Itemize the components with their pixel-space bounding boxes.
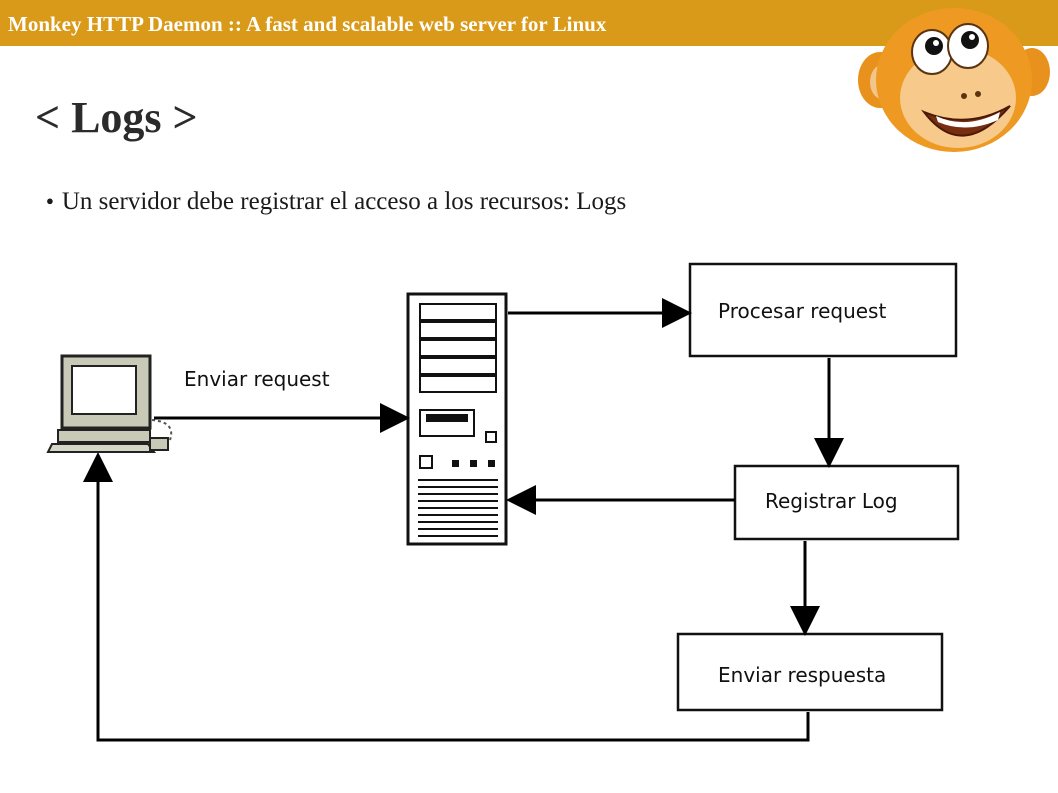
monkey-logo bbox=[858, 8, 1050, 152]
register-log-box: Registrar Log bbox=[733, 464, 960, 541]
client-computer-icon bbox=[46, 354, 173, 453]
bullet-item: ● Un servidor debe registrar el acceso a … bbox=[46, 188, 626, 216]
slide-title: < Logs > bbox=[35, 93, 198, 142]
process-request-label: Procesar request bbox=[718, 299, 886, 323]
send-response-box: Enviar respuesta bbox=[676, 632, 944, 712]
bullet-text: Un servidor debe registrar el acceso a l… bbox=[61, 188, 627, 215]
send-request-label: Enviar request bbox=[184, 367, 330, 391]
arrow-response-to-client bbox=[83, 452, 810, 742]
bullet-dot-icon: ● bbox=[46, 193, 54, 208]
header-bar: Monkey HTTP Daemon :: A fast and scalabl… bbox=[0, 0, 1058, 46]
register-log-label: Registrar Log bbox=[765, 489, 898, 513]
process-request-box: Procesar request bbox=[688, 262, 958, 358]
send-response-label: Enviar respuesta bbox=[718, 663, 886, 687]
request-flow-diagram: Procesar request Registrar Log Enviar re… bbox=[46, 262, 960, 742]
server-tower-icon bbox=[406, 292, 508, 546]
header-title: Monkey HTTP Daemon :: A fast and scalabl… bbox=[8, 12, 607, 36]
